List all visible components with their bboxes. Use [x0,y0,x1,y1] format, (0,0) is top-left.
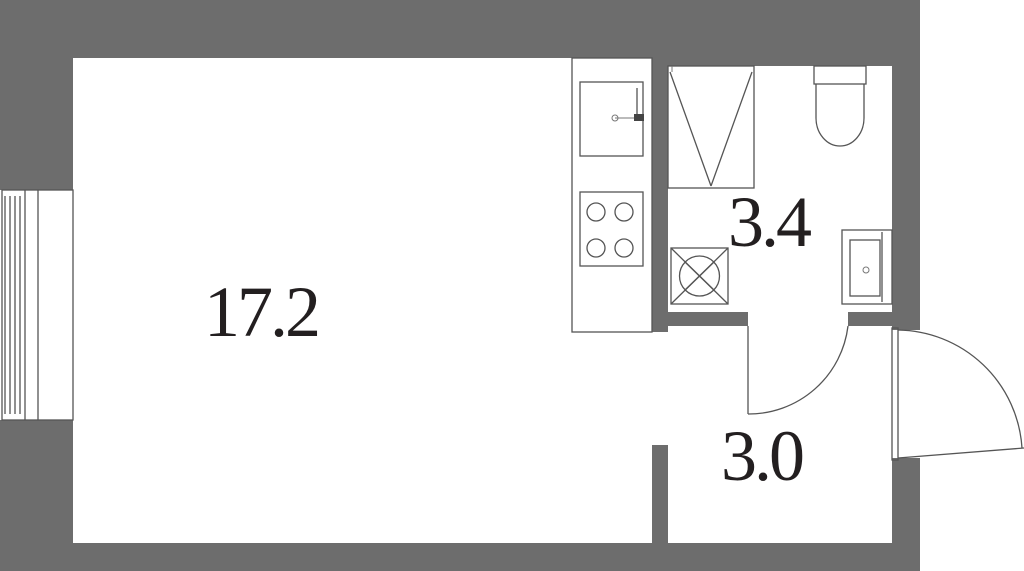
living-room-area-label: 17.2 [204,272,318,352]
wall-stub [652,445,668,543]
exterior-right [920,0,1024,330]
shower-icon [667,65,755,189]
toilet-icon [813,65,867,147]
entrance-door-icon [891,327,1024,461]
partition-wall [652,58,668,332]
bathroom-area-label: 3.4 [728,182,811,262]
stove-icon [579,191,644,267]
washing-machine-icon [670,247,729,305]
entrance-opening [892,330,920,458]
kitchen-sink-icon [579,81,644,157]
window-icon [0,189,74,421]
hall-floor [652,312,892,543]
hall-area-label: 3.0 [721,416,803,496]
kitchen-counter [571,57,653,333]
bathroom-wall-right [848,312,892,326]
bathroom-wall-left [668,312,748,326]
right-wall-lower [892,458,920,571]
bathroom-door-icon [747,325,849,415]
living-room-floor [73,58,652,543]
right-wall-upper [892,58,920,330]
wash-basin-icon [841,229,893,305]
